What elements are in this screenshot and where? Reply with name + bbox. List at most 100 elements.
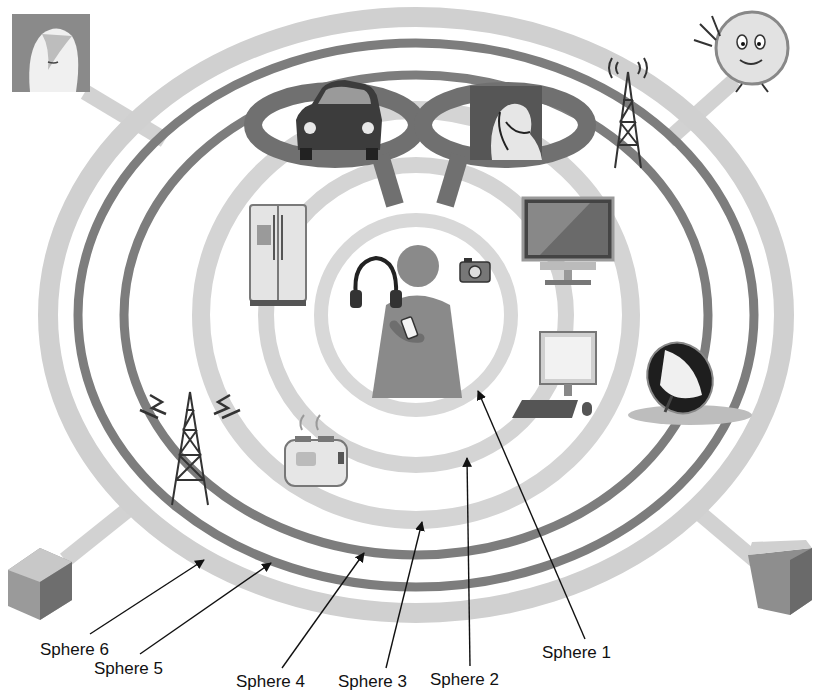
clock-face-icon xyxy=(737,35,747,49)
car-icon xyxy=(318,87,371,104)
tv-icon xyxy=(528,203,608,255)
car-icon xyxy=(304,122,316,134)
toaster-icon xyxy=(318,436,334,442)
toaster-icon xyxy=(285,440,347,486)
sphere-label: Sphere 6 xyxy=(38,640,111,660)
box-block-icon xyxy=(748,540,812,555)
fridge-icon xyxy=(273,215,275,260)
computer-icon xyxy=(512,400,578,418)
sphere-rings xyxy=(48,17,784,613)
computer-icon xyxy=(545,337,591,379)
fridge-icon xyxy=(250,205,306,301)
sphere-rings xyxy=(78,43,754,587)
leader-arrows xyxy=(90,391,585,668)
antenna-tower-icon xyxy=(609,58,647,78)
toaster-icon xyxy=(295,436,311,442)
satellite-dish-icon xyxy=(660,350,702,398)
headphones-icon xyxy=(350,258,402,308)
spoke-bars xyxy=(65,80,755,560)
leader-arrows xyxy=(282,553,364,668)
headphones-icon xyxy=(355,258,396,296)
sphere-label: Sphere 2 xyxy=(428,670,501,690)
car-icon xyxy=(296,80,382,160)
car-icon xyxy=(300,148,312,160)
hexagon-block-icon xyxy=(40,562,72,620)
woman-face-icon xyxy=(29,28,78,92)
sphere-rings xyxy=(321,220,511,410)
fridge-icon xyxy=(250,205,306,306)
sphere-label: Sphere 5 xyxy=(92,659,165,679)
leader-arrows xyxy=(140,563,271,654)
headphones-icon xyxy=(350,290,362,308)
satellite-dish-icon xyxy=(628,332,752,425)
radio-tower-icon xyxy=(214,395,240,418)
tv-icon xyxy=(564,270,572,280)
toaster-icon xyxy=(296,452,316,466)
sphere-label: Sphere 1 xyxy=(540,643,613,663)
toaster-icon xyxy=(300,415,320,430)
woman-face-icon xyxy=(48,62,58,63)
clock-face-icon xyxy=(757,42,761,46)
clock-face-icon xyxy=(740,60,762,64)
computer-icon xyxy=(540,332,596,384)
fridge-icon xyxy=(281,215,283,260)
antenna-tower-icon xyxy=(609,58,647,168)
clock-face-icon xyxy=(755,35,765,49)
fridge-icon xyxy=(250,300,306,306)
leader-arrows xyxy=(386,522,422,668)
toaster-icon xyxy=(338,452,344,464)
radio-tower-icon xyxy=(172,392,208,505)
hexagon-block-icon xyxy=(8,548,72,620)
person-icon xyxy=(372,296,462,399)
computer-icon xyxy=(582,402,592,416)
headset-person-icon xyxy=(506,122,530,133)
toaster-icon xyxy=(285,415,347,486)
headset-person-icon xyxy=(491,104,542,160)
radio-tower-icon xyxy=(140,395,166,418)
tv-icon xyxy=(523,198,613,285)
leader-arrows xyxy=(467,458,470,666)
car-icon xyxy=(366,148,378,160)
headset-person-icon xyxy=(470,86,542,160)
sphere-rings xyxy=(266,165,566,465)
person-icon xyxy=(401,317,418,340)
headphones-icon xyxy=(390,290,402,308)
camera-icon xyxy=(469,266,481,278)
car-icon xyxy=(296,80,382,150)
camera-icon xyxy=(464,258,472,262)
clock-face-icon xyxy=(716,12,788,84)
link-loop xyxy=(380,155,395,205)
sphere-label: Sphere 4 xyxy=(234,672,307,692)
clock-face-icon xyxy=(741,42,745,46)
fridge-icon xyxy=(277,205,279,301)
hexagon-block-icon xyxy=(8,548,72,620)
headset-person-icon xyxy=(470,86,542,160)
clock-face-icon xyxy=(736,84,768,92)
box-block-icon xyxy=(748,540,812,615)
tv-icon xyxy=(523,198,613,260)
sphere-rings xyxy=(124,75,708,555)
clock-face-icon xyxy=(694,12,788,92)
tv-icon xyxy=(545,280,591,285)
fridge-icon xyxy=(257,225,271,245)
sphere-label: Sphere 3 xyxy=(336,672,409,692)
sphere-rings xyxy=(48,17,784,613)
box-block-icon xyxy=(748,548,812,615)
sphere-rings xyxy=(201,110,631,520)
tv-icon xyxy=(528,203,590,255)
satellite-dish-icon xyxy=(665,396,672,412)
computer-icon xyxy=(512,332,596,418)
woman-face-icon xyxy=(12,14,90,92)
box-block-icon xyxy=(790,548,812,615)
woman-face-icon xyxy=(12,14,90,92)
person-icon xyxy=(397,245,439,287)
woman-face-icon xyxy=(42,34,72,70)
antenna-tower-icon xyxy=(615,72,641,168)
camera-icon xyxy=(460,262,490,282)
leader-arrows xyxy=(478,391,585,639)
clock-face-icon xyxy=(694,16,720,46)
tv-icon xyxy=(540,262,596,270)
car-icon xyxy=(362,122,374,134)
headset-person-icon xyxy=(499,112,508,150)
